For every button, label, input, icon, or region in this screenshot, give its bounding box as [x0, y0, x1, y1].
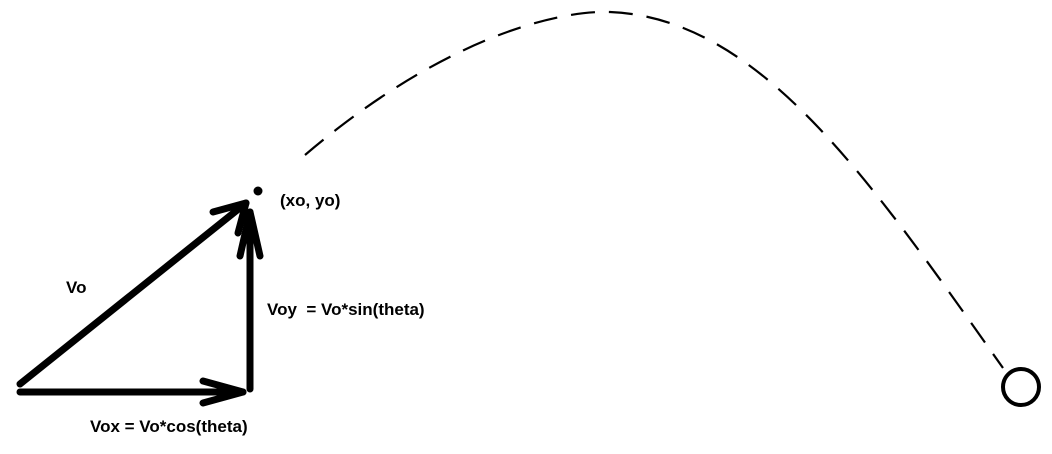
landing-target-circle	[1001, 367, 1041, 407]
vertical-component-arrow	[236, 208, 264, 393]
vertical-component-label: Voy = Vo*sin(theta)	[267, 300, 425, 319]
origin-point	[253, 186, 263, 196]
velocity-vector-arrow	[16, 199, 250, 388]
horizontal-component-arrow	[16, 377, 247, 407]
origin-point-label: (xo, yo)	[280, 191, 340, 210]
horizontal-component-label: Vox = Vo*cos(theta)	[90, 417, 248, 436]
velocity-label: Vo	[66, 278, 86, 297]
trajectory-path	[304, 10, 1004, 369]
